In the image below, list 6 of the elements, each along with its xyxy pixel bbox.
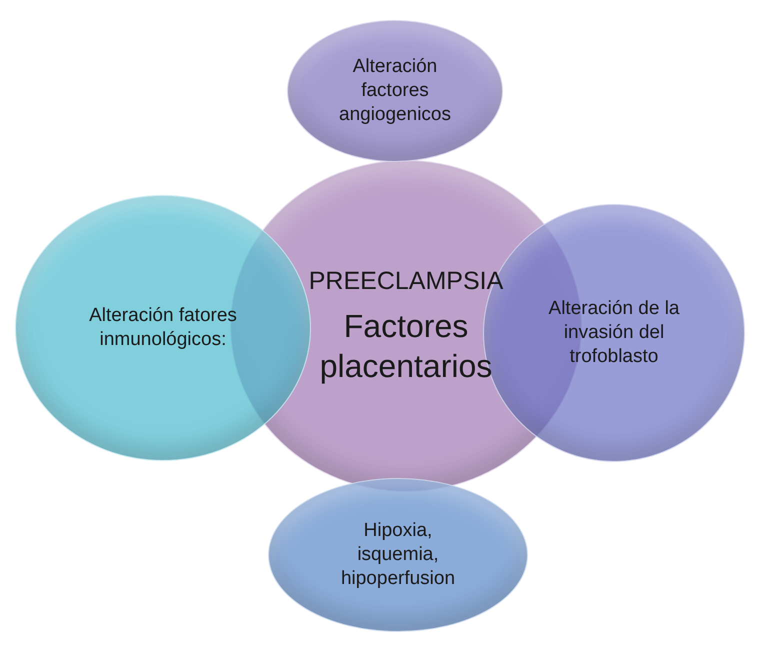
circle-label: Alteración factores angiogenicos xyxy=(338,55,452,127)
circle-label: Hipoxia, isquemia, hipoperfusion xyxy=(340,519,456,591)
circle-label: Factores placentarios xyxy=(318,306,494,386)
circle-label: Alteración de la invasión del trofoblasto xyxy=(548,297,680,369)
circle-label: Alteración fatores inmunológicos: xyxy=(88,304,238,352)
circle-label: PREECLAMPSIA xyxy=(308,266,504,298)
